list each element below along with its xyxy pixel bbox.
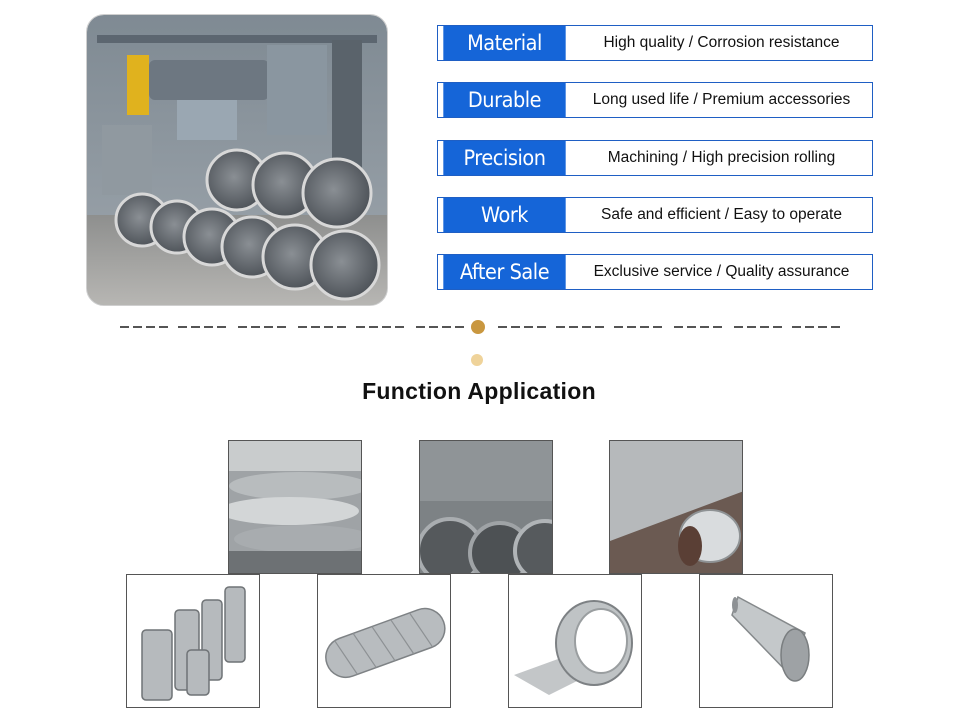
application-image-sheet-roll <box>609 440 743 574</box>
feature-row-durable: Durable Long used life / Premium accesso… <box>437 82 873 118</box>
application-image-spiral-duct <box>317 574 451 708</box>
application-image-metal-coil <box>508 574 642 708</box>
application-image-small-cylinders <box>126 574 260 708</box>
feature-description: High quality / Corrosion resistance <box>603 34 840 51</box>
feature-description: Machining / High precision rolling <box>607 149 836 166</box>
feature-label: Material <box>443 26 566 60</box>
application-image-large-pipes <box>419 440 553 574</box>
dashed-divider <box>120 316 840 338</box>
feature-description: Exclusive service / Quality assurance <box>593 263 850 280</box>
feature-label: After Sale <box>443 255 566 289</box>
section-title: Function Application <box>362 378 596 404</box>
feature-label: Work <box>443 198 566 232</box>
center-dot-icon <box>471 320 485 334</box>
hero-machine-photo <box>86 14 388 306</box>
feature-description: Long used life / Premium accessories <box>592 91 851 108</box>
feature-row-after-sale: After Sale Exclusive service / Quality a… <box>437 254 873 290</box>
application-image-rolled-tubes <box>228 440 362 574</box>
feature-description: Safe and efficient / Easy to operate <box>601 206 842 223</box>
feature-label: Durable <box>443 83 566 117</box>
decorative-dot-icon <box>471 354 483 366</box>
feature-row-work: Work Safe and efficient / Easy to operat… <box>437 197 873 233</box>
feature-label: Precision <box>443 141 566 175</box>
feature-row-precision: Precision Machining / High precision rol… <box>437 140 873 176</box>
application-image-cone <box>699 574 833 708</box>
feature-row-material: Material High quality / Corrosion resist… <box>437 25 873 61</box>
